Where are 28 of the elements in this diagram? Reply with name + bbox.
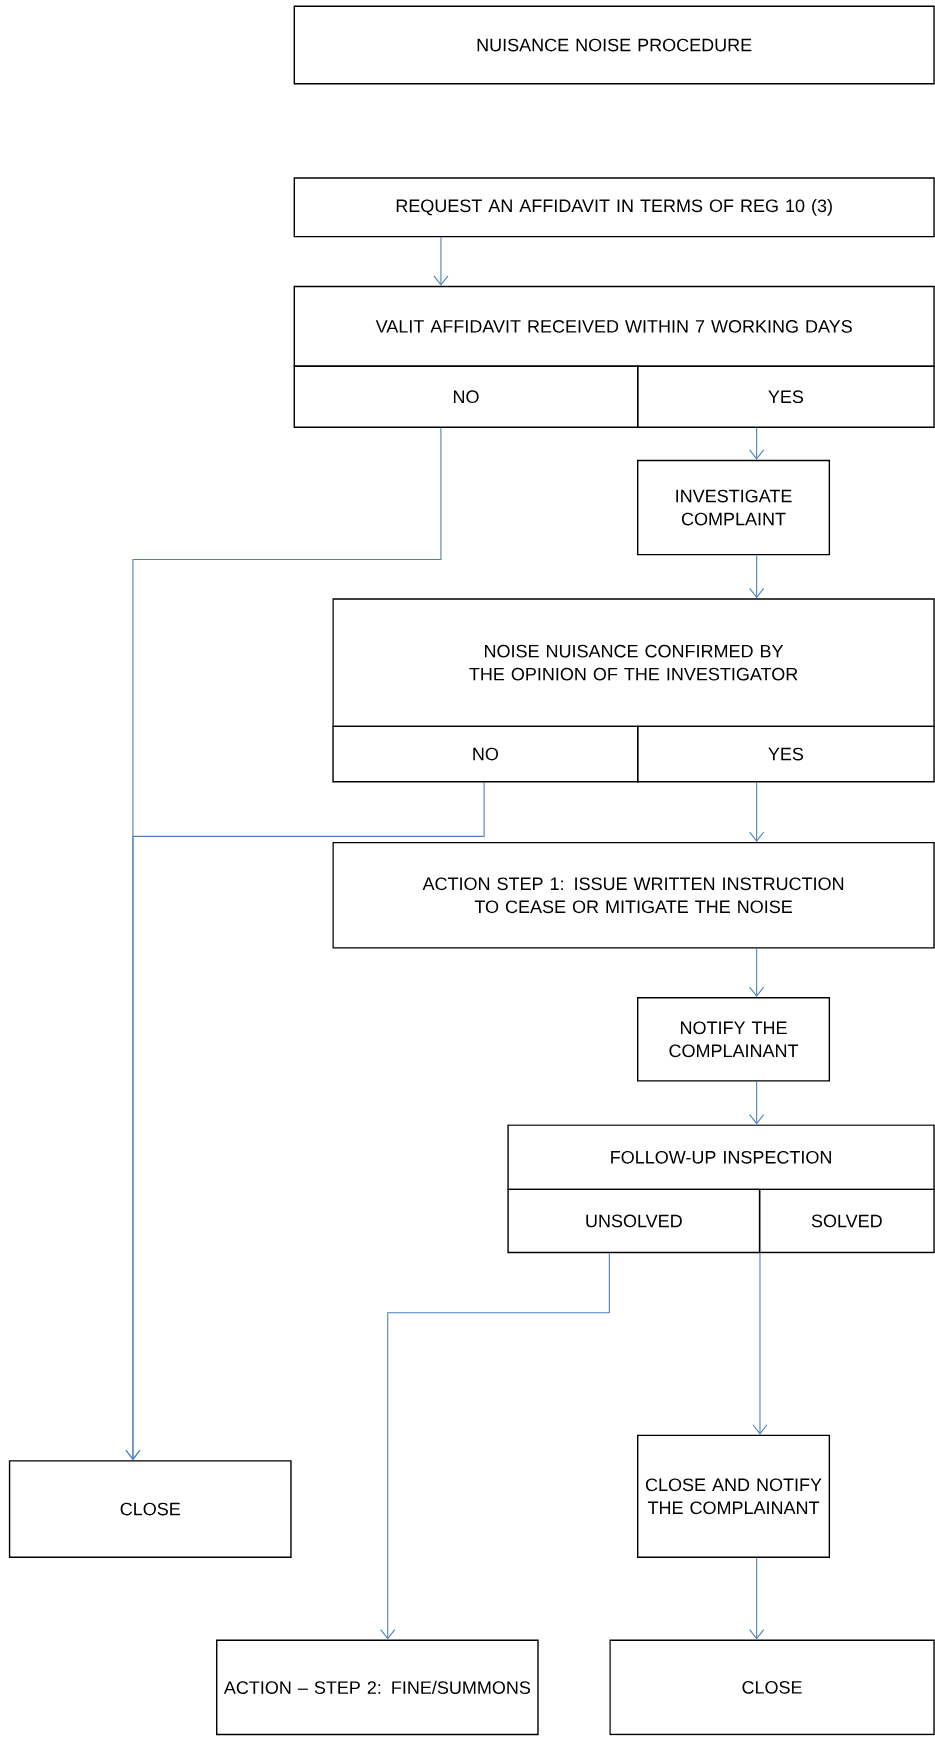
process-box: NO (332, 725, 639, 783)
process-box: FOLLOW-UP INSPECTION (507, 1124, 935, 1191)
process-box: INVESTIGATE COMPLAINT (637, 459, 831, 556)
process-box: VALIT AFFIDAVIT RECEIVED WITHIN 7 WORKING DAYS (293, 285, 935, 367)
process-box: ACTION – STEP 2: FINE/SUMMONS (216, 1639, 539, 1736)
process-box: YES (637, 725, 935, 783)
process-box: NOTIFY THE COMPLAINANT (637, 997, 831, 1082)
arrow (125, 781, 485, 1461)
process-box: UNSOLVED (507, 1188, 761, 1254)
arrow (749, 554, 765, 599)
process-box: CLOSE (8, 1460, 292, 1558)
process-box: CLOSE (609, 1639, 935, 1736)
process-box: NOISE NUISANCE CONFIRMED BY THE OPINION OF THE INVESTIGATOR (332, 598, 935, 728)
arrow (749, 427, 765, 460)
arrow (380, 1252, 610, 1640)
process-box: ACTION STEP 1: ISSUE WRITTEN INSTRUCTION TO CEASE OR MITIGATE THE NOISE (332, 841, 935, 949)
process-box: NO (293, 365, 639, 428)
arrow (749, 781, 765, 842)
arrow (749, 948, 765, 998)
arrow (749, 1081, 765, 1125)
process-box: SOLVED (758, 1188, 935, 1254)
arrow (752, 1252, 768, 1435)
process-box: REQUEST AN AFFIDAVIT IN TERMS OF REG 10 (3) (293, 177, 935, 238)
process-box: NUISANCE NOISE PROCEDURE (293, 5, 935, 85)
process-box: CLOSE AND NOTIFY THE COMPLAINANT (637, 1434, 831, 1558)
arrow (749, 1557, 765, 1640)
process-box: YES (637, 365, 935, 428)
arrow (433, 236, 449, 286)
